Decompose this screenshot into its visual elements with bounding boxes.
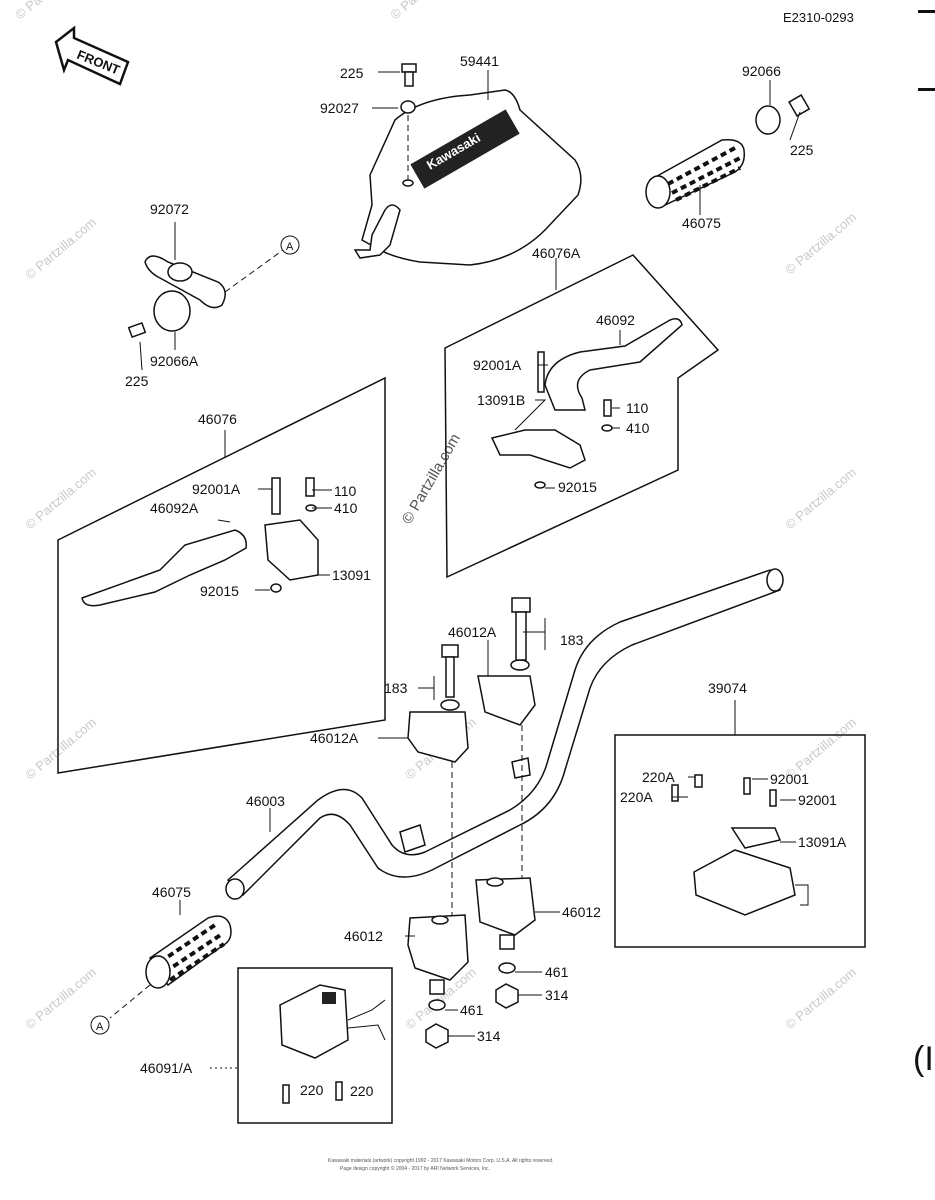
watermark: © Partzilla.com — [782, 209, 859, 277]
part-label: 92027 — [320, 100, 359, 116]
part-label: 183 — [560, 632, 584, 648]
part-label: 39074 — [708, 680, 747, 696]
part-label: 92066A — [150, 353, 199, 369]
part-label: 46075 — [682, 215, 721, 231]
part-label: 220 — [350, 1083, 374, 1099]
part-label: 46075 — [152, 884, 191, 900]
part-label: 13091 — [332, 567, 371, 583]
leader-lines — [139, 70, 801, 1069]
part-label: 46003 — [246, 793, 285, 809]
part-label: 314 — [545, 987, 569, 1003]
part-labels: 225 59441 92027 92066 225 46075 92072 92… — [125, 53, 847, 1099]
left-switch-housing — [279, 984, 386, 1104]
edge-mark-top — [918, 10, 935, 13]
ref-marker-a: A — [286, 241, 294, 253]
left-grip: A — [90, 915, 232, 1035]
part-label: 110 — [626, 400, 649, 416]
front-arrow-icon: FRONT — [54, 25, 130, 86]
watermark: © Partzilla.com — [387, 0, 464, 22]
part-label: 46012A — [448, 624, 497, 640]
part-label: 92001A — [192, 481, 241, 497]
part-label: 225 — [340, 65, 364, 81]
watermark: © Partzilla.com — [782, 964, 859, 1032]
part-label: 46092 — [596, 312, 635, 328]
right-lever-panel — [444, 254, 720, 579]
part-label: 59441 — [460, 53, 499, 69]
part-label: 410 — [626, 420, 650, 436]
part-label: 461 — [460, 1002, 484, 1018]
figure-code: E2310-0293 — [783, 10, 854, 25]
part-label: 92072 — [150, 201, 189, 217]
part-label: 410 — [334, 500, 358, 516]
part-label: 92066 — [742, 63, 781, 79]
watermark: © Partzilla.com — [782, 464, 859, 532]
cover-screw — [400, 63, 417, 180]
part-label: 220A — [620, 789, 653, 805]
part-label: 220 — [300, 1082, 324, 1098]
master-cylinder-cover: Kawasaki — [353, 89, 582, 266]
front-brake-lever — [490, 318, 683, 489]
part-label: 46092A — [150, 500, 199, 516]
part-label: 46012A — [310, 730, 359, 746]
part-label: 46091/A — [140, 1060, 193, 1076]
left-lever-panel — [57, 376, 386, 774]
part-label: 183 — [384, 680, 408, 696]
watermark: © Partzilla.com — [22, 214, 99, 282]
part-label: 46076A — [532, 245, 581, 261]
part-label: 92015 — [558, 479, 597, 495]
part-label: 46012 — [562, 904, 601, 920]
part-label: 13091A — [798, 834, 847, 850]
watermark: © Partzilla.com — [22, 964, 99, 1032]
part-label: 13091B — [477, 392, 525, 408]
edge-mark-middle — [918, 88, 935, 91]
part-label: 92001 — [770, 771, 809, 787]
ref-marker-a: A — [96, 1021, 104, 1033]
part-label: 314 — [477, 1028, 501, 1044]
part-label: 46012 — [344, 928, 383, 944]
switch-panel — [614, 734, 866, 948]
lower-holders — [407, 877, 536, 1049]
part-label: 92001A — [473, 357, 522, 373]
right-switch — [671, 774, 809, 916]
handlebar — [225, 568, 784, 900]
copyright-line: Kawasaki materials (artwork) copyright 1… — [328, 1158, 553, 1164]
left-switch-panel — [237, 967, 393, 1124]
part-label: 92015 — [200, 583, 239, 599]
watermark: © Partzilla.com — [12, 0, 89, 22]
right-grip — [645, 94, 811, 209]
part-label: 225 — [125, 373, 149, 389]
copyright-line: Page design copyright © 2004 - 2017 by A… — [340, 1165, 490, 1172]
upper-holders — [407, 597, 536, 930]
part-label: 220A — [642, 769, 675, 785]
part-label: 225 — [790, 142, 814, 158]
part-label: 92001 — [798, 792, 837, 808]
watermark: © Partzilla.com — [399, 431, 464, 527]
part-label: 46076 — [198, 411, 237, 427]
watermark: © Partzilla.com — [22, 464, 99, 532]
part-label: 461 — [545, 964, 569, 980]
edge-mark-bottom: (I — [913, 1040, 934, 1078]
part-label: 110 — [334, 483, 357, 499]
bar-end-balancer: A — [127, 235, 300, 339]
